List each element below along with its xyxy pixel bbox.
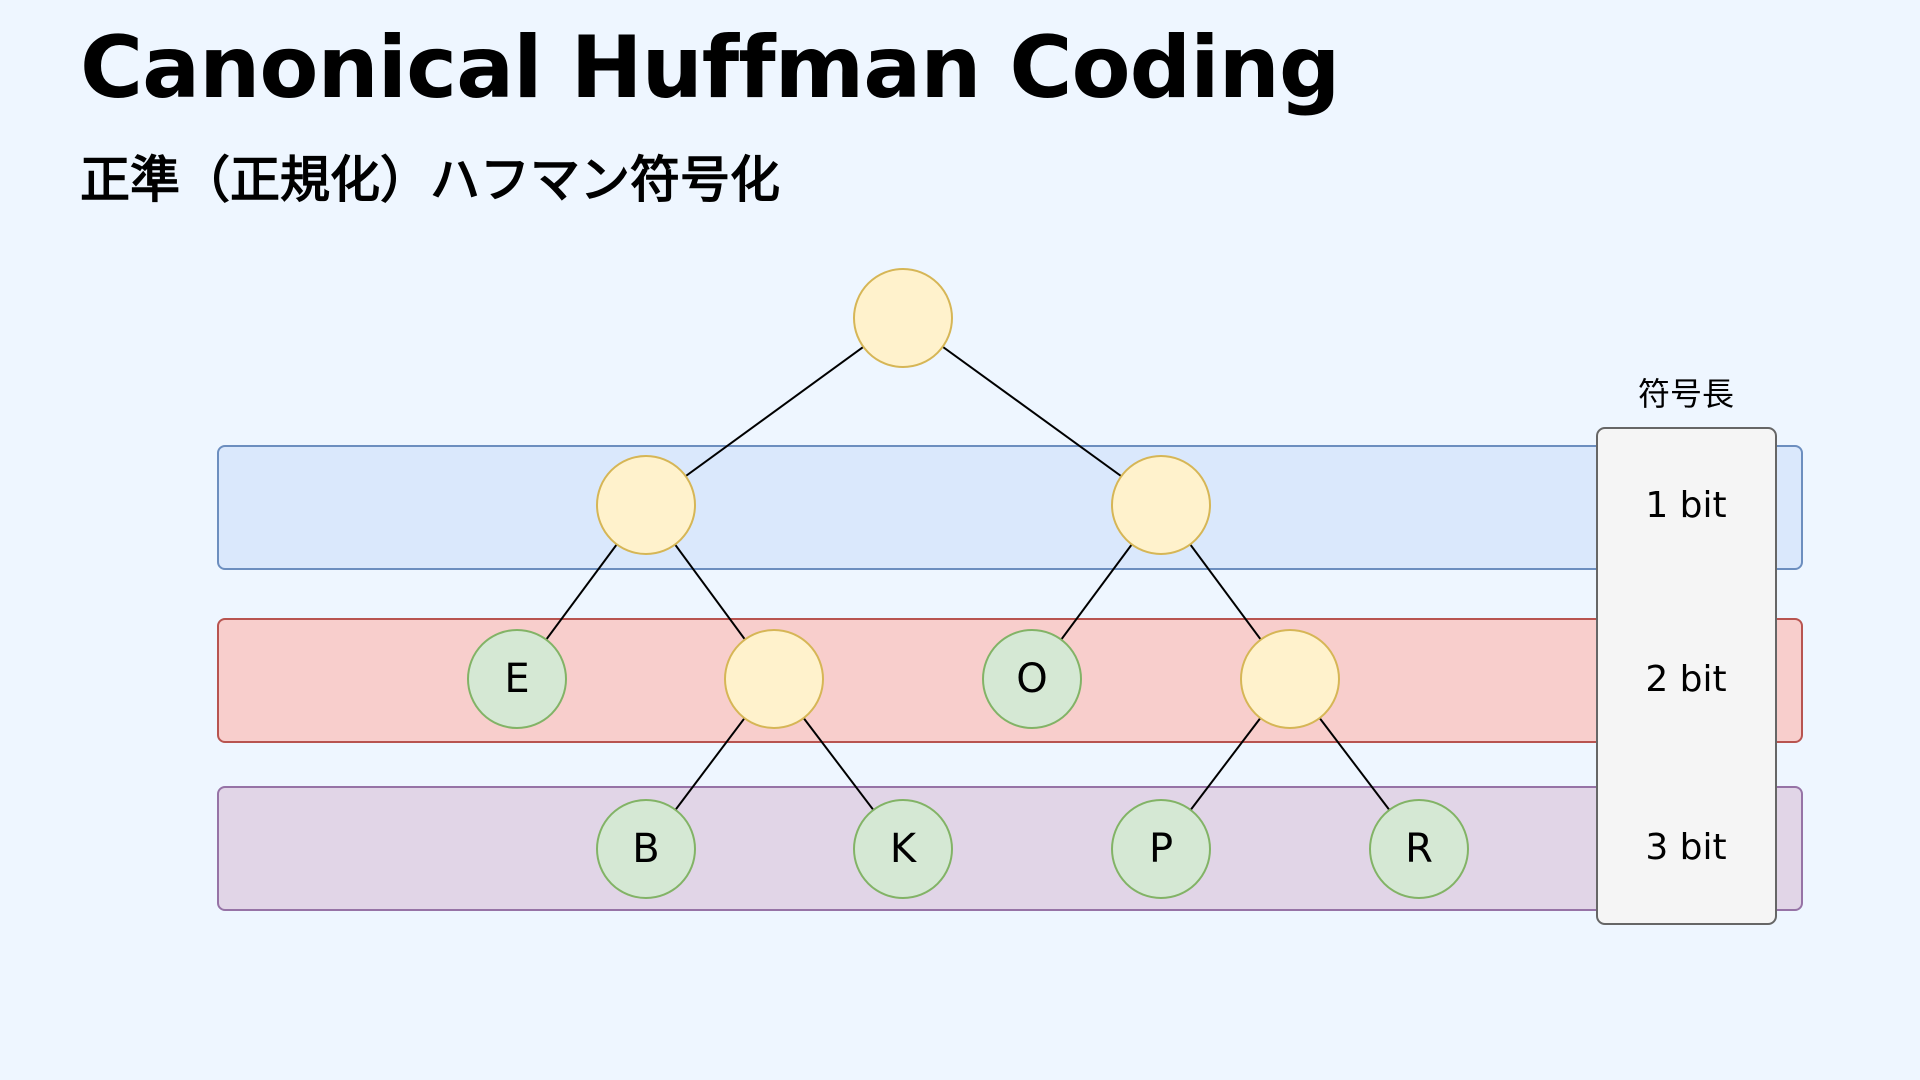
- code-length-header: 符号長: [1638, 375, 1734, 413]
- code-length-1bit: 1 bit: [1645, 485, 1726, 526]
- edge-root-left: [645, 317, 904, 506]
- leaf-node-k: K: [853, 799, 953, 899]
- leaf-node-p: P: [1111, 799, 1211, 899]
- tree-node-root: [853, 268, 953, 368]
- code-length-3bit: 3 bit: [1645, 827, 1726, 868]
- tree-edges: [516, 317, 1420, 850]
- tree-node-right: [1111, 455, 1211, 555]
- leaf-label-o: O: [1016, 656, 1047, 702]
- code-length-2bit: 2 bit: [1645, 659, 1726, 700]
- leaf-label-p: P: [1149, 826, 1173, 872]
- band-1bit: [217, 445, 1803, 570]
- code-length-panel: [1596, 427, 1777, 925]
- leaf-label-r: R: [1405, 826, 1433, 872]
- tree-node-right-inner: [1240, 629, 1340, 729]
- leaf-label-k: K: [890, 826, 918, 872]
- band-3bit: [217, 786, 1803, 911]
- leaf-node-o: O: [982, 629, 1082, 729]
- leaf-label-b: B: [632, 826, 659, 872]
- page-subtitle: 正準（正規化）ハフマン符号化: [80, 151, 780, 209]
- tree-node-left-inner: [724, 629, 824, 729]
- leaf-node-r: R: [1369, 799, 1469, 899]
- leaf-node-b: B: [596, 799, 696, 899]
- leaf-label-e: E: [504, 656, 529, 702]
- page-title: Canonical Huffman Coding: [80, 18, 1340, 118]
- leaf-node-e: E: [467, 629, 567, 729]
- tree-node-left: [596, 455, 696, 555]
- edge-root-right: [902, 317, 1162, 506]
